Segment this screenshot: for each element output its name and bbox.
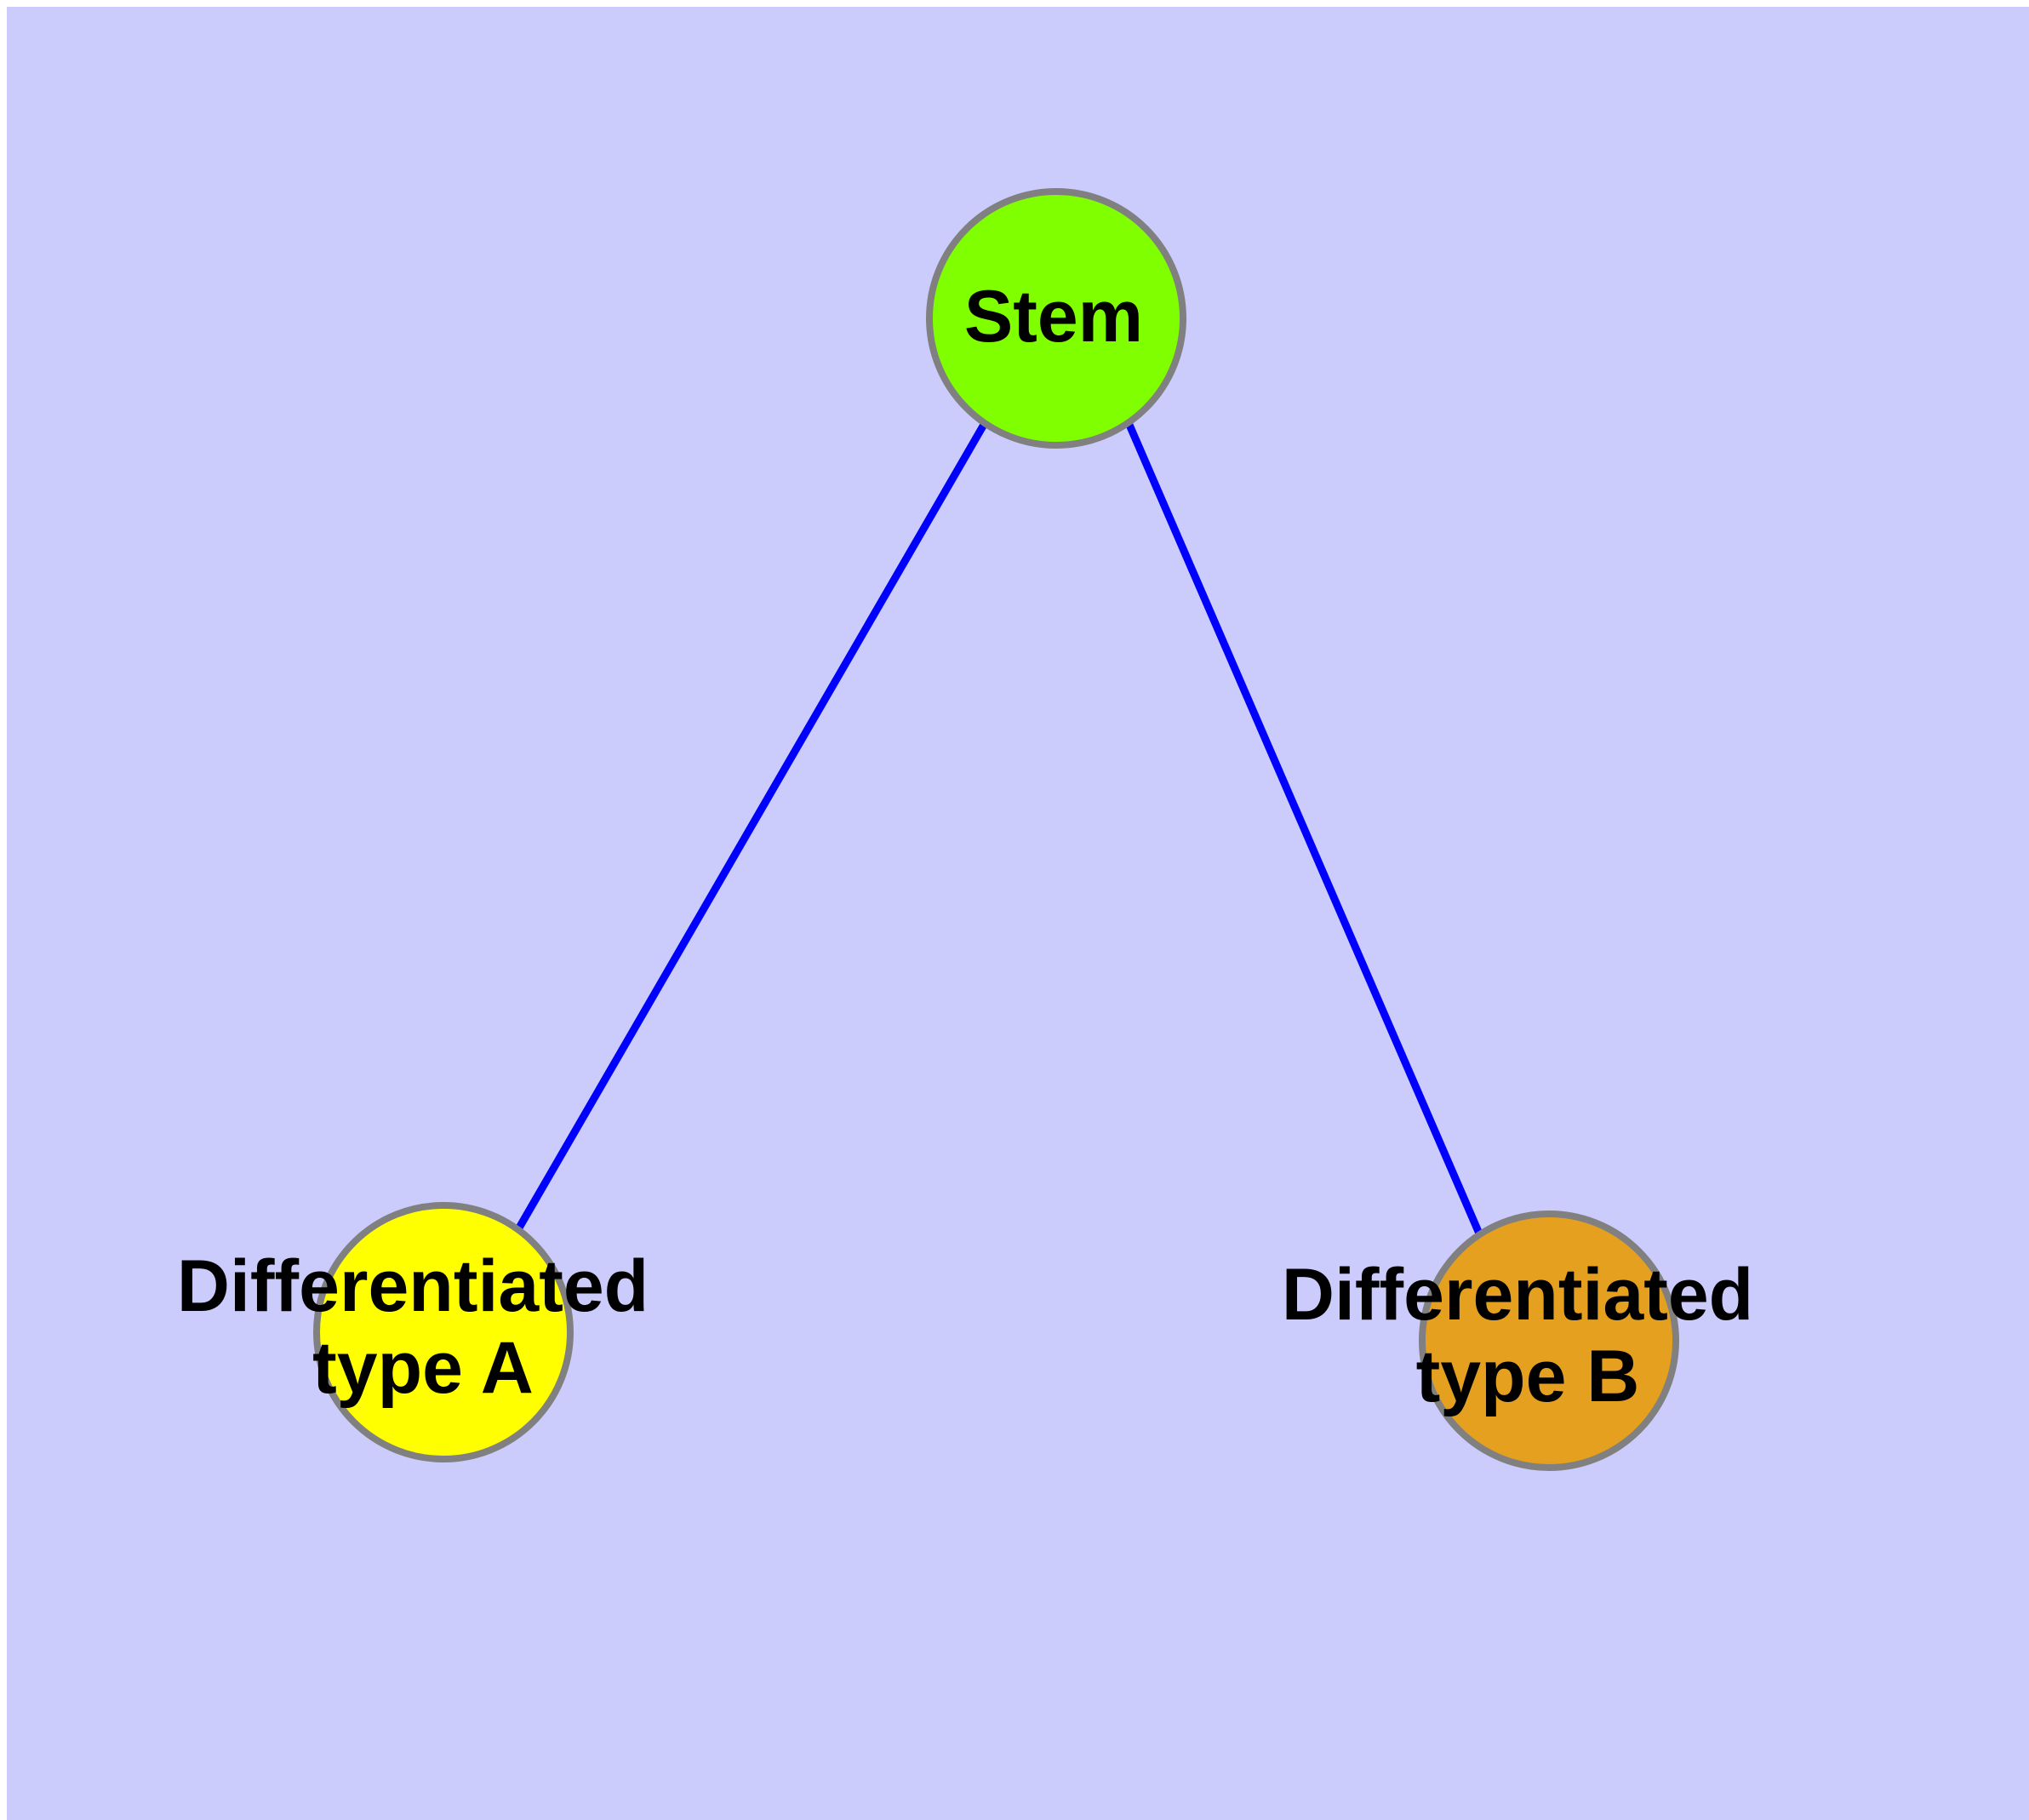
- node-diff-a[interactable]: [313, 1202, 574, 1462]
- node-label-diff-a: Differentiated type A: [177, 1245, 669, 1409]
- node-label-diff-a-line-1: Differentiated: [177, 1245, 649, 1327]
- node-stem[interactable]: [926, 188, 1186, 449]
- node-label-stem-line-1: Stem: [964, 276, 1143, 358]
- edge-stem-to-diff-b[interactable]: [1125, 423, 1483, 1235]
- node-layer: [313, 188, 1679, 1471]
- node-label-stem: Stem: [964, 276, 1143, 358]
- node-label-diff-b: Differentiated type B: [1282, 1254, 1774, 1417]
- edge-stem-to-diff-a[interactable]: [515, 421, 988, 1232]
- node-label-diff-a-line-2: type A: [312, 1327, 534, 1409]
- node-diff-b[interactable]: [1419, 1210, 1679, 1471]
- edge-layer: [515, 421, 1483, 1235]
- node-label-diff-b-line-2: type B: [1416, 1336, 1640, 1417]
- label-layer: Stem Differentiated type A Differentiate…: [177, 276, 1774, 1417]
- node-label-diff-b-line-1: Differentiated: [1282, 1254, 1753, 1336]
